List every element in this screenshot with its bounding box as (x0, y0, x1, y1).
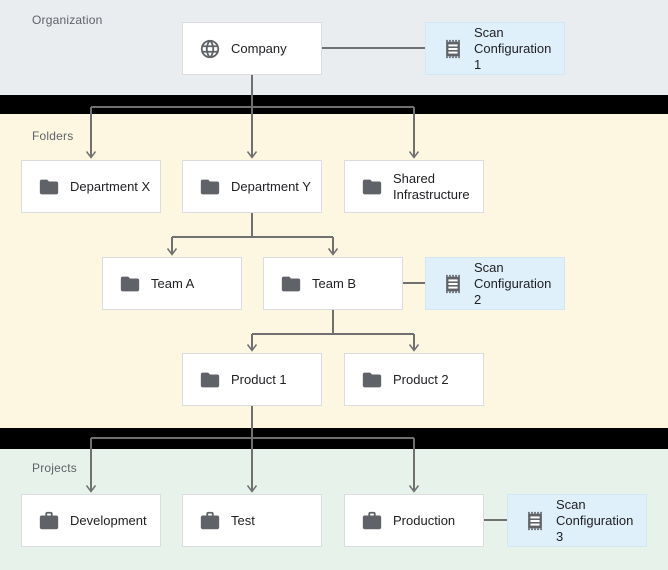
node-label: Department Y (231, 178, 311, 194)
node-team-b: Team B (263, 257, 403, 310)
node-label: Company (231, 40, 287, 56)
folders-section-label: Folders (32, 129, 74, 143)
node-team-a: Team A (102, 257, 242, 310)
node-scan-configuration-3: Scan Configuration 3 (507, 494, 647, 547)
scan-config-icon (524, 510, 546, 532)
folder-icon (38, 176, 60, 198)
folder-icon (361, 369, 383, 391)
node-label: Scan Configuration 3 (556, 496, 634, 544)
node-label: Department X (70, 178, 151, 194)
briefcase-icon (38, 510, 60, 532)
node-scan-configuration-2: Scan Configuration 2 (425, 257, 565, 310)
node-product-1: Product 1 (182, 353, 322, 406)
node-development: Development (21, 494, 161, 547)
node-label: Development (70, 512, 147, 528)
folder-icon (199, 369, 221, 391)
folder-icon (280, 273, 302, 295)
folder-icon (361, 176, 383, 198)
node-scan-configuration-1: Scan Configuration 1 (425, 22, 565, 75)
node-company: Company (182, 22, 322, 75)
node-label: Scan Configuration 1 (474, 24, 552, 72)
node-test: Test (182, 494, 322, 547)
projects-section-label: Projects (32, 461, 77, 475)
hierarchy-connectors (90, 47, 507, 521)
folder-icon (119, 273, 141, 295)
briefcase-icon (361, 510, 383, 532)
node-label: Scan Configuration 2 (474, 259, 552, 307)
node-label: Product 2 (393, 371, 449, 387)
node-label: Shared Infrastructure (393, 170, 470, 202)
scan-config-icon (442, 38, 464, 60)
node-label: Production (393, 512, 456, 528)
node-label: Product 1 (231, 371, 287, 387)
globe-icon (199, 38, 221, 60)
briefcase-icon (199, 510, 221, 532)
node-label: Team B (312, 275, 357, 291)
node-label: Test (231, 512, 255, 528)
folder-icon (199, 176, 221, 198)
scan-config-icon (442, 273, 464, 295)
arrowheads (85, 151, 420, 493)
organization-section-label: Organization (32, 13, 103, 27)
node-product-2: Product 2 (344, 353, 484, 406)
node-shared-infrastructure: Shared Infrastructure (344, 160, 484, 213)
node-production: Production (344, 494, 484, 547)
node-department-x: Department X (21, 160, 161, 213)
node-department-y: Department Y (182, 160, 322, 213)
node-label: Team A (151, 275, 195, 291)
